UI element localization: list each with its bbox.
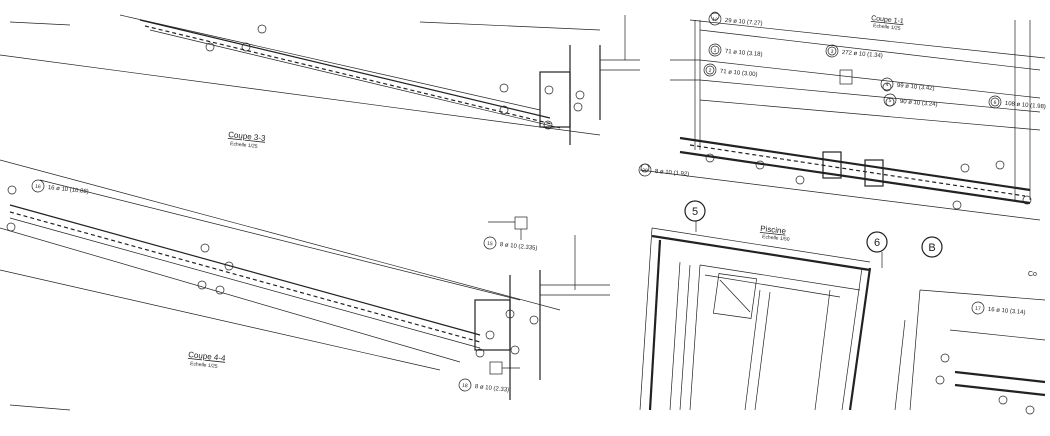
- section-scale: Echelle 1/50: [762, 234, 790, 243]
- section-title: Coupe 1-1: [871, 15, 904, 25]
- bar-label: 1 71 ø 10 (3.18): [708, 43, 763, 58]
- bar-label: 3 272 ø 10 (1.34): [825, 44, 883, 60]
- axis-b: B: [921, 236, 943, 258]
- section-partial-right: Co: [894, 271, 1046, 415]
- svg-text:1: 1: [713, 48, 717, 54]
- svg-text:272 ø 10 (1.34): 272 ø 10 (1.34): [842, 50, 883, 60]
- section-scale: Echelle 1/25: [190, 361, 218, 370]
- section-title: Piscine: [760, 224, 787, 236]
- bar-label: 6 108 ø 10 (1.98): [988, 95, 1046, 111]
- svg-text:4: 4: [885, 82, 889, 88]
- axis-6: 6: [866, 231, 888, 253]
- section-coupe-4-4: Coupe 4-4 Echelle 1/25: [0, 159, 610, 411]
- svg-text:6: 6: [874, 237, 880, 249]
- bar-label: 12 29 ø 10 (7.27): [708, 12, 763, 27]
- section-coupe-3-3: Coupe 3-3 Echelle 1/25: [0, 14, 640, 150]
- svg-text:90 ø 10 (3.24): 90 ø 10 (3.24): [900, 99, 938, 108]
- cut-label: Co: [1028, 271, 1037, 278]
- svg-text:8 ø 10 (2.335): 8 ø 10 (2.335): [500, 242, 538, 252]
- bar-label: 17 16 ø 10 (3.14): [971, 301, 1026, 316]
- bar-label: 2 71 ø 10 (3.00): [703, 63, 758, 78]
- svg-text:15: 15: [487, 241, 493, 248]
- svg-text:71 ø 10 (3.00): 71 ø 10 (3.00): [720, 69, 758, 78]
- svg-text:18: 18: [462, 383, 468, 390]
- section-scale: Echelle 1/25: [873, 23, 901, 32]
- section-piscine: Piscine Echelle 1/50: [639, 221, 883, 411]
- svg-text:5: 5: [888, 98, 892, 104]
- bar-label: 18 8 ø 10 (2.33): [458, 378, 510, 394]
- svg-text:71 ø 10 (3.18): 71 ø 10 (3.18): [725, 49, 763, 58]
- svg-text:16: 16: [35, 184, 41, 191]
- svg-text:2: 2: [708, 68, 712, 74]
- bar-label: 20 8 ø 10 (1.92): [638, 163, 690, 178]
- svg-text:20: 20: [642, 168, 648, 174]
- svg-text:B: B: [928, 242, 935, 254]
- axis-5: 5: [684, 200, 706, 222]
- svg-text:99 ø 10 (3.42): 99 ø 10 (3.42): [897, 83, 935, 92]
- section-title: Coupe 3-3: [228, 130, 267, 143]
- svg-text:3: 3: [830, 49, 834, 55]
- section-coupe-1-1: Coupe 1-1 Echelle 1/25: [639, 11, 1046, 221]
- svg-text:16 ø 10 (3.14): 16 ø 10 (3.14): [988, 307, 1026, 316]
- bar-label: 15 8 ø 10 (2.335): [483, 236, 538, 252]
- svg-text:8 ø 10 (1.92): 8 ø 10 (1.92): [655, 169, 690, 178]
- svg-text:8 ø 10 (2.33): 8 ø 10 (2.33): [475, 384, 510, 394]
- bar-label: 16 16 ø 10 (10.88): [31, 179, 89, 195]
- svg-text:5: 5: [692, 206, 698, 218]
- svg-text:16 ø 10 (10.88): 16 ø 10 (10.88): [48, 185, 89, 195]
- bar-label: 4 99 ø 10 (3.42): [880, 77, 935, 92]
- svg-text:108 ø 10 (1.98): 108 ø 10 (1.98): [1005, 101, 1046, 111]
- section-title: Coupe 4-4: [188, 350, 227, 363]
- svg-text:29 ø 10 (7.27): 29 ø 10 (7.27): [725, 18, 763, 27]
- section-scale: Echelle 1/25: [230, 141, 258, 150]
- svg-text:6: 6: [993, 100, 997, 106]
- svg-text:12: 12: [712, 17, 718, 23]
- svg-text:17: 17: [975, 306, 981, 312]
- bar-label: 5 90 ø 10 (3.24): [883, 93, 938, 108]
